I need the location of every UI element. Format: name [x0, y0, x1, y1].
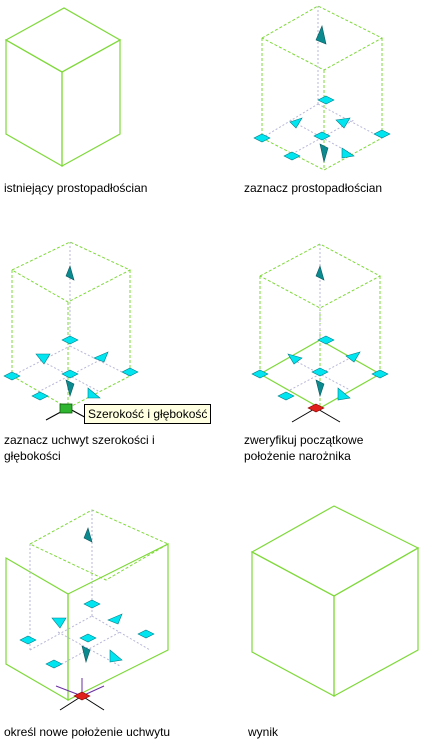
arrow-grip-icon[interactable]: [87, 387, 101, 399]
corner-verification-drawing[interactable]: [246, 240, 424, 425]
new-position-drawing[interactable]: [0, 500, 200, 711]
grip-icon[interactable]: [61, 335, 79, 345]
caption-select-box: zaznacz prostopadłościan: [244, 181, 383, 195]
arrow-grip-icon[interactable]: [107, 613, 123, 625]
arrow-grip-icon[interactable]: [315, 379, 325, 398]
arrow-grip-icon[interactable]: [319, 143, 329, 163]
arrow-grip-icon[interactable]: [337, 387, 351, 401]
selected-grip-icon[interactable]: [59, 403, 73, 414]
grip-icon[interactable]: [283, 151, 301, 161]
arrow-grip-icon[interactable]: [35, 353, 51, 365]
arrow-grip-icon[interactable]: [289, 117, 303, 129]
grip-icon[interactable]: [31, 391, 49, 401]
grip-icon[interactable]: [317, 335, 335, 345]
arrow-grip-icon[interactable]: [341, 147, 355, 159]
caption-select-grip: zaznacz uchwyt szerokości i głębokości: [4, 433, 155, 463]
height-grip-icon[interactable]: [315, 265, 325, 281]
grip-icon[interactable]: [277, 391, 295, 401]
grip-icon[interactable]: [311, 367, 329, 377]
caption-verify-corner: zweryfikuj początkowe położenie narożnik…: [244, 433, 364, 463]
caption-new-position: określ nowe położenie uchwytu: [4, 725, 171, 739]
grip-selection-drawing[interactable]: [0, 240, 200, 425]
grip-icon[interactable]: [313, 131, 331, 141]
panel-existing-box: istniejący prostopadłościan: [0, 0, 200, 200]
grip-icon[interactable]: [371, 369, 389, 379]
arrow-grip-icon[interactable]: [81, 645, 91, 664]
caption-existing-box: istniejący prostopadłościan: [4, 181, 148, 195]
arrow-grip-icon[interactable]: [65, 379, 75, 398]
grip-icon[interactable]: [121, 367, 139, 377]
grip-icon[interactable]: [137, 629, 155, 639]
hot-grip-icon[interactable]: [307, 403, 325, 413]
grip-tooltip: Szerokość i głębokość: [84, 404, 212, 424]
box-drawing: [4, 7, 122, 168]
height-grip-icon[interactable]: [315, 25, 327, 45]
grip-icon[interactable]: [317, 95, 335, 105]
grip-icon[interactable]: [79, 633, 97, 643]
grip-icon[interactable]: [3, 371, 21, 381]
selected-box-drawing[interactable]: [246, 0, 424, 180]
panel-new-position[interactable]: określ nowe położenie uchwytu: [0, 500, 200, 747]
height-grip-icon[interactable]: [83, 527, 93, 543]
arrow-grip-icon[interactable]: [335, 117, 351, 129]
arrow-grip-icon[interactable]: [109, 649, 123, 663]
arrow-grip-icon[interactable]: [51, 617, 67, 629]
grip-icon[interactable]: [253, 133, 271, 143]
grip-icon[interactable]: [251, 369, 269, 379]
panel-result: wynik: [246, 500, 424, 747]
caption-result: wynik: [248, 725, 279, 739]
panel-verify-corner[interactable]: zweryfikuj początkowe położenie narożnik…: [244, 240, 424, 470]
height-grip-icon[interactable]: [65, 265, 75, 281]
grip-icon[interactable]: [83, 599, 101, 609]
grip-icon[interactable]: [373, 129, 391, 139]
result-box-drawing: [250, 505, 420, 698]
hot-grip-icon[interactable]: [73, 691, 91, 701]
panel-select-grip[interactable]: Szerokość i głębokość zaznacz uchwyt sze…: [0, 240, 212, 470]
arrow-grip-icon[interactable]: [287, 353, 303, 365]
arrow-grip-icon[interactable]: [345, 351, 361, 363]
arrow-grip-icon[interactable]: [93, 351, 109, 363]
grip-icon[interactable]: [19, 635, 37, 645]
panel-select-box[interactable]: zaznacz prostopadłościan: [244, 0, 424, 200]
grip-icon[interactable]: [61, 369, 79, 379]
grip-icon[interactable]: [45, 659, 63, 669]
